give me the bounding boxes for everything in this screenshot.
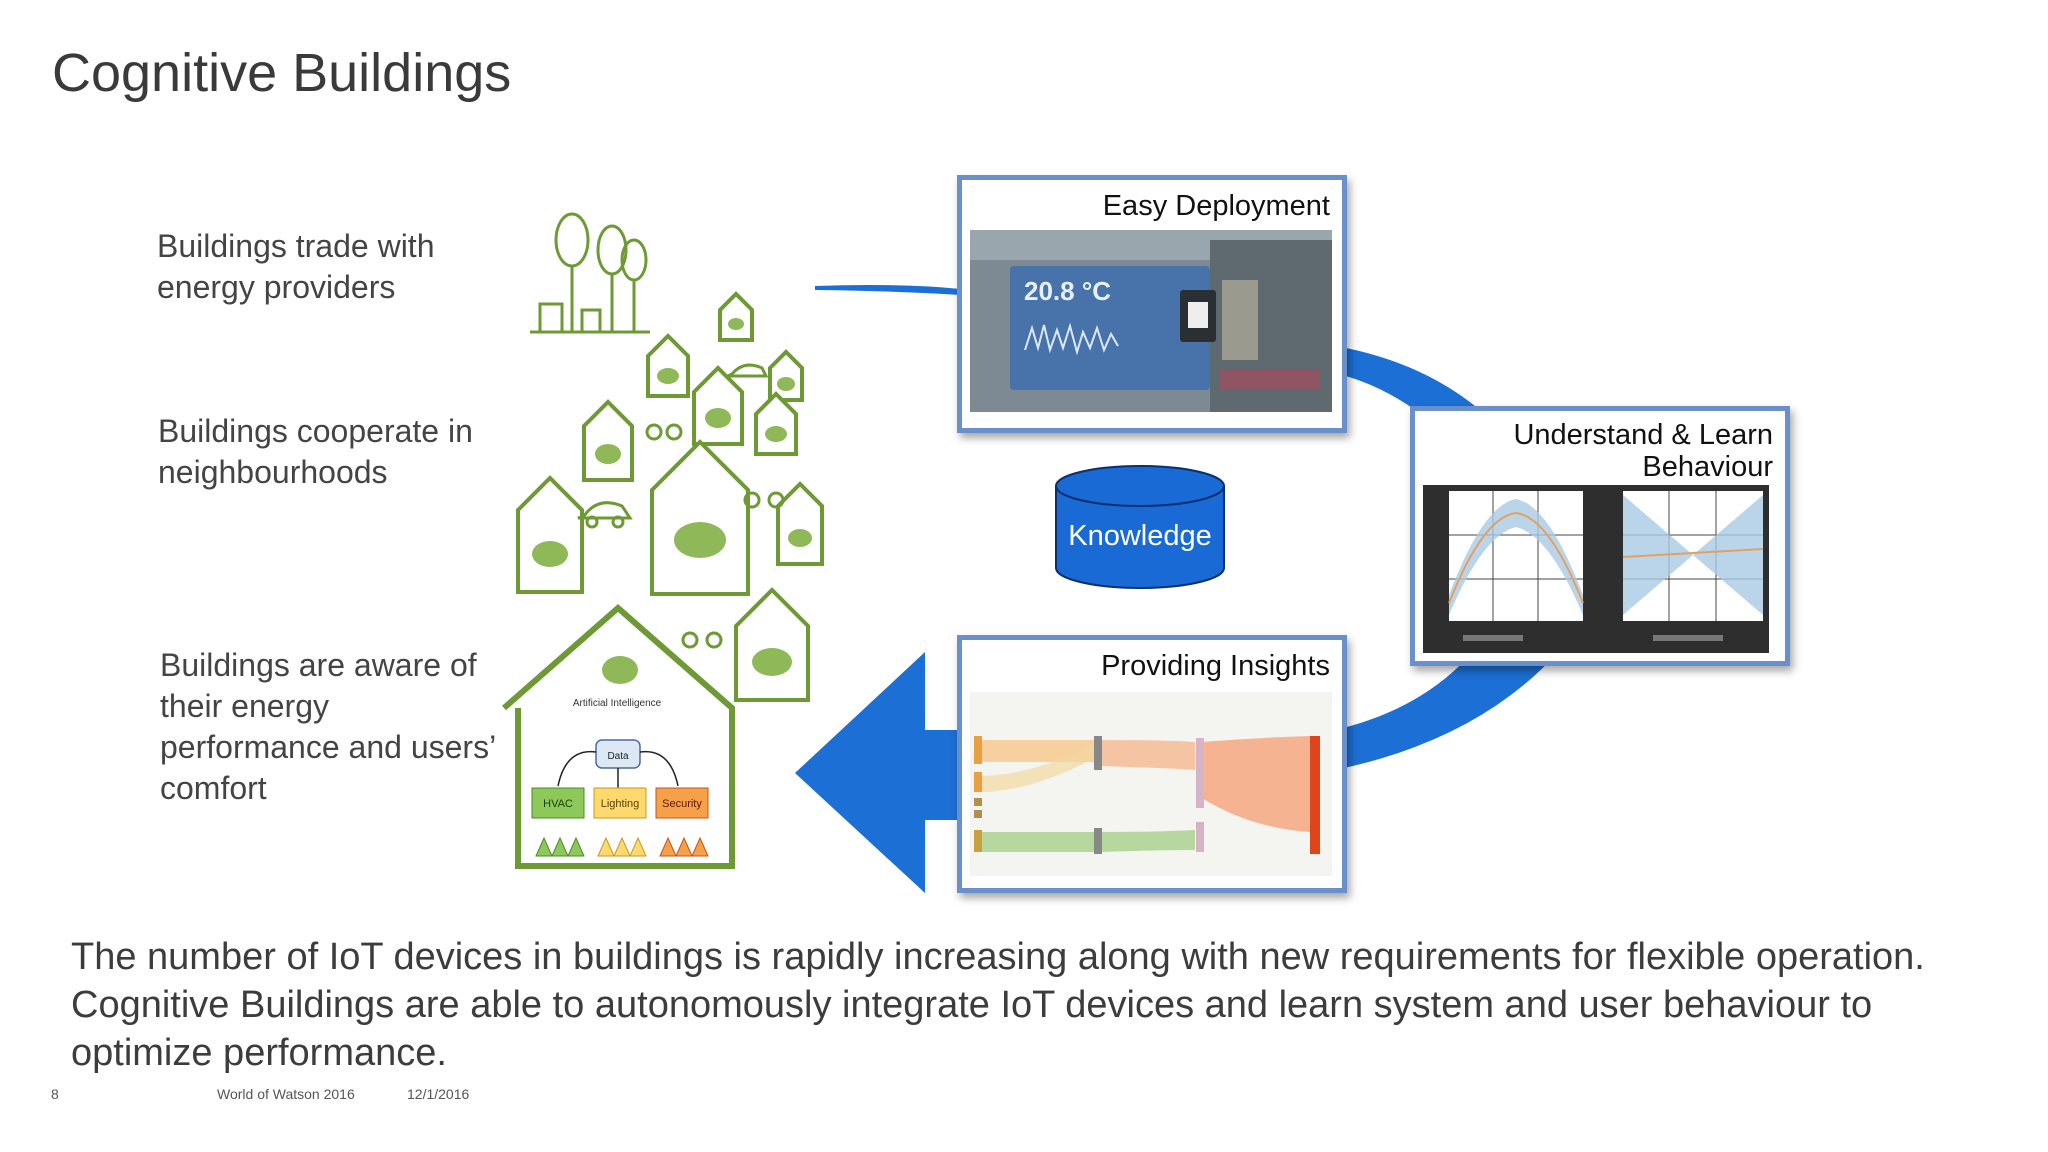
vehicle-icons [577,363,785,649]
knowledge-label: Knowledge [1068,520,1212,552]
sankey-diagram [970,692,1332,876]
caption-energy-awareness: Buildings are aware of their energy perf… [160,647,495,806]
lighting-box [593,787,647,819]
caption-energy-providers: Buildings trade with energy providers [157,228,435,305]
panel-easy-deployment-title: Easy Deployment [1102,190,1330,222]
bottom-paragraph: The number of IoT devices in buildings i… [71,936,1925,1074]
panel-insights-title: Providing Insights [1101,650,1330,682]
big-left-arrow [795,652,960,893]
behaviour-charts [1423,485,1769,653]
knowledge-database-icon [1055,465,1225,589]
buildings-illustration: Artificial Intelligence Data HVAC Lighti… [502,212,824,869]
slide-title: Cognitive Buildings [52,43,512,103]
brain-icons [532,318,812,676]
device-triangles [535,836,709,857]
trees-and-city-icon [530,212,650,334]
data-label: Data [607,751,629,762]
hvac-label: HVAC [543,798,573,810]
panel-understand-title-line2: Behaviour [1642,451,1773,483]
hvac-box [531,787,585,819]
ai-label: Artificial Intelligence [573,698,662,709]
main-house-outline [502,604,735,869]
panel-understand-title-line1: Understand & Learn [1513,419,1773,451]
panel-understand-learn: Understand & Learn Behaviour [1410,406,1790,666]
panel-easy-deployment: Easy Deployment 20.8 °C [957,175,1347,433]
lower-arc-segment [1335,650,1560,770]
top-connector-arrow [815,285,960,295]
page-number: 8 [51,1086,59,1102]
main-house-brain-icon [602,656,638,684]
panel-providing-insights: Providing Insights [957,635,1347,893]
sensor-reading: 20.8 °C [1024,276,1111,306]
sensor-photo: 20.8 °C [970,230,1332,412]
footer-event: World of Watson 2016 [217,1086,355,1102]
security-box [655,787,709,819]
footer-date: 12/1/2016 [407,1086,470,1102]
caption-neighbourhoods: Buildings cooperate in neighbourhoods [158,413,473,490]
lighting-label: Lighting [601,798,640,810]
neighbourhood-houses [516,291,824,702]
security-label: Security [662,798,702,810]
